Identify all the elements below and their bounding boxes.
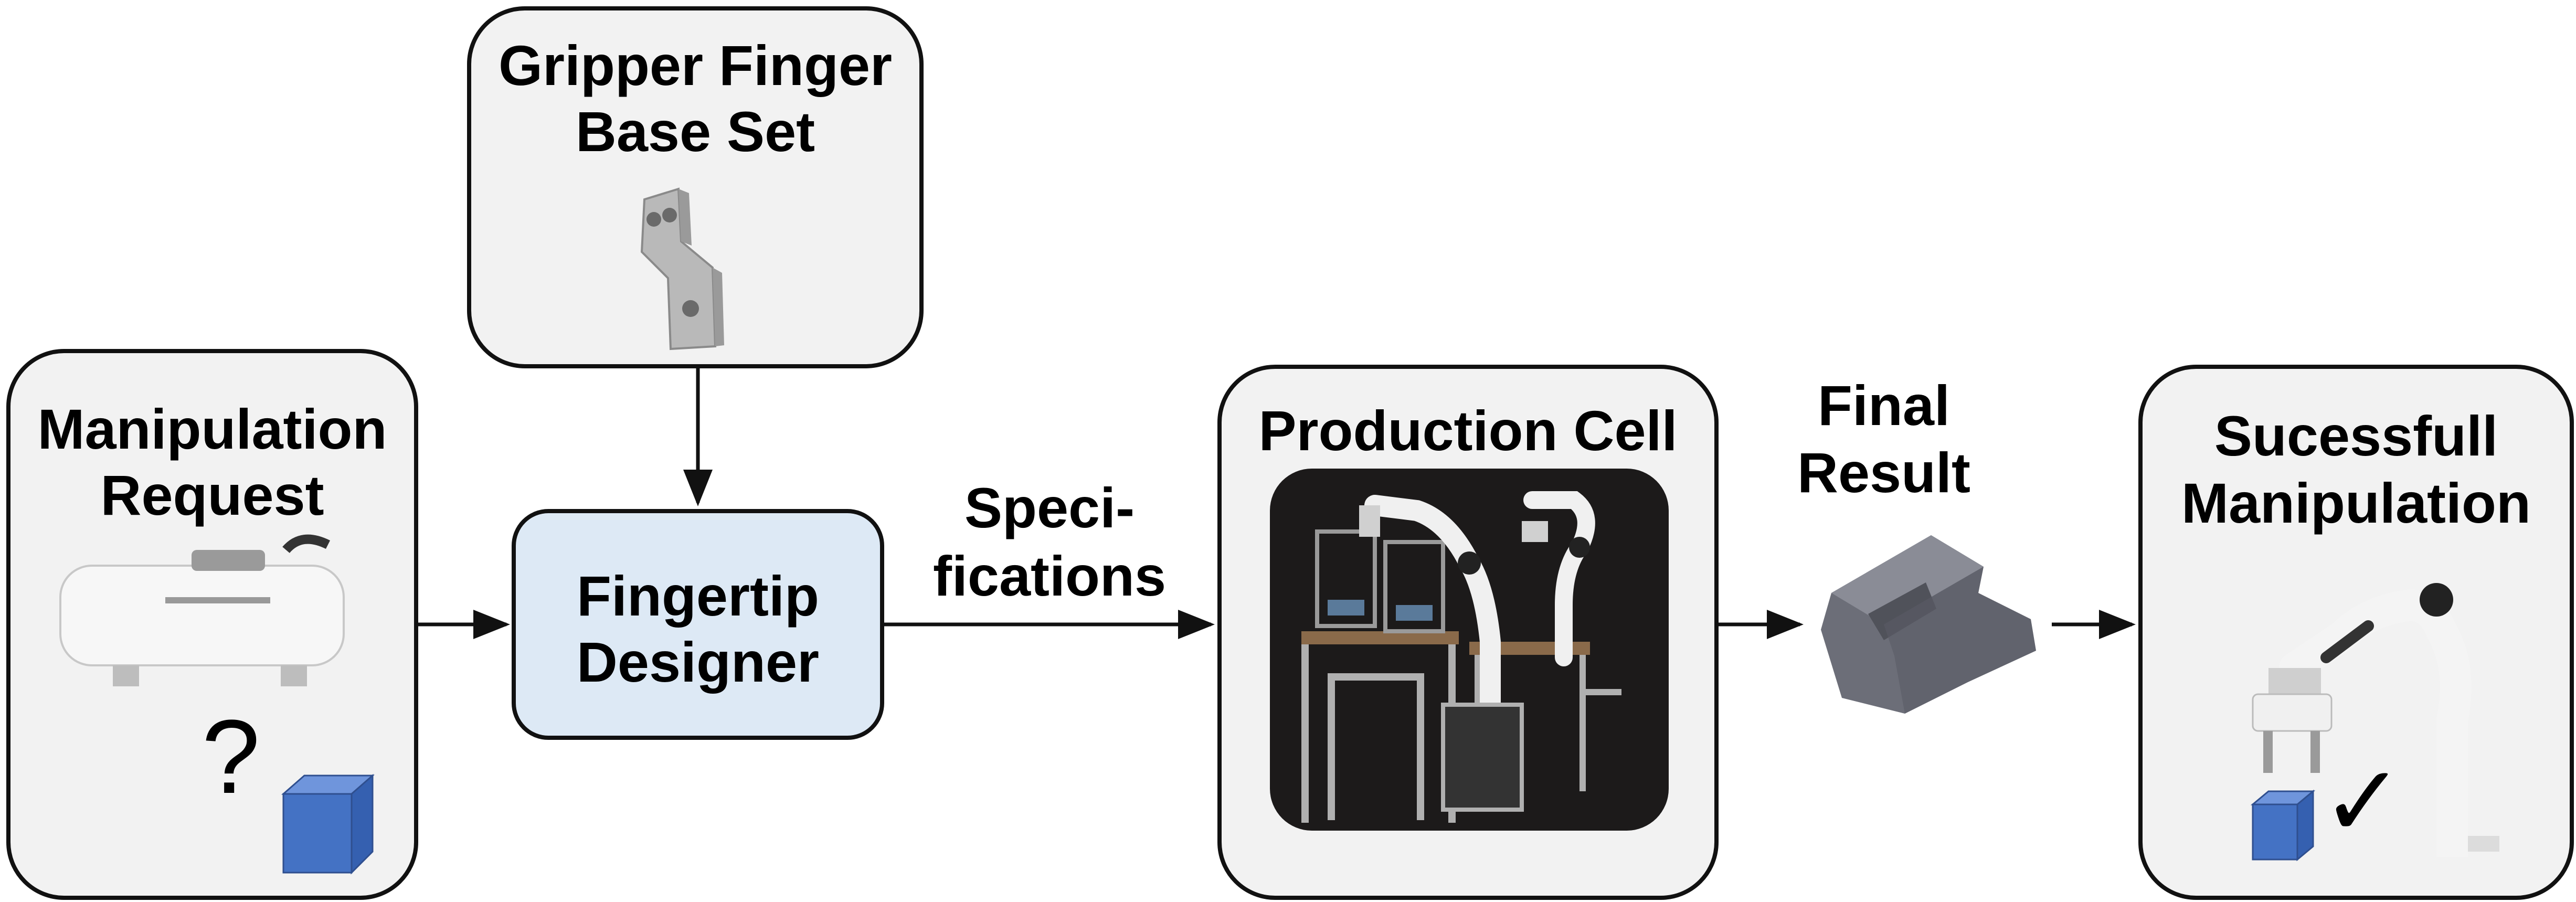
- cube-icon: [281, 773, 375, 875]
- gripper-hand-image: [59, 534, 345, 686]
- manipulation-request-box: Manipulation Request ?: [6, 349, 418, 900]
- successful-manipulation-title-line2: Manipulation: [2181, 471, 2531, 535]
- specifications-label-line1: Speci-: [964, 476, 1135, 539]
- final-result-label-line2: Result: [1797, 441, 1971, 504]
- production-cell-title: Production Cell: [1258, 399, 1678, 462]
- gripper-base-set-title-line1: Gripper Finger: [498, 34, 893, 97]
- successful-manipulation-box: Sucessfull Manipulation ✓: [2138, 365, 2574, 900]
- gripper-finger-image: [640, 187, 724, 351]
- manipulation-request-title-line2: Request: [100, 463, 324, 527]
- manipulation-request-title-line1: Manipulation: [37, 397, 387, 461]
- cube-icon: [2250, 789, 2316, 862]
- production-cell-box: Production Cell: [1217, 365, 1719, 900]
- fingertip-designer-title-line1: Fingertip: [577, 564, 819, 628]
- gripper-base-set-title-line2: Base Set: [575, 100, 815, 163]
- final-result-label-line1: Final: [1817, 374, 1950, 437]
- production-cell-photo: [1270, 469, 1669, 831]
- specifications-label-line2: fications: [932, 544, 1167, 608]
- robot-arm-image: [2252, 583, 2499, 857]
- fingertip-designer-title-line2: Designer: [576, 630, 820, 694]
- successful-manipulation-title-line1: Sucessfull: [2214, 404, 2498, 468]
- fingertip-part-image: [1821, 535, 2036, 714]
- checkmark-icon: ✓: [2321, 746, 2405, 857]
- gripper-base-set-box: Gripper Finger Base Set: [467, 6, 924, 368]
- fingertip-designer-box: Fingertip Designer: [512, 509, 884, 740]
- question-mark: ?: [202, 698, 260, 815]
